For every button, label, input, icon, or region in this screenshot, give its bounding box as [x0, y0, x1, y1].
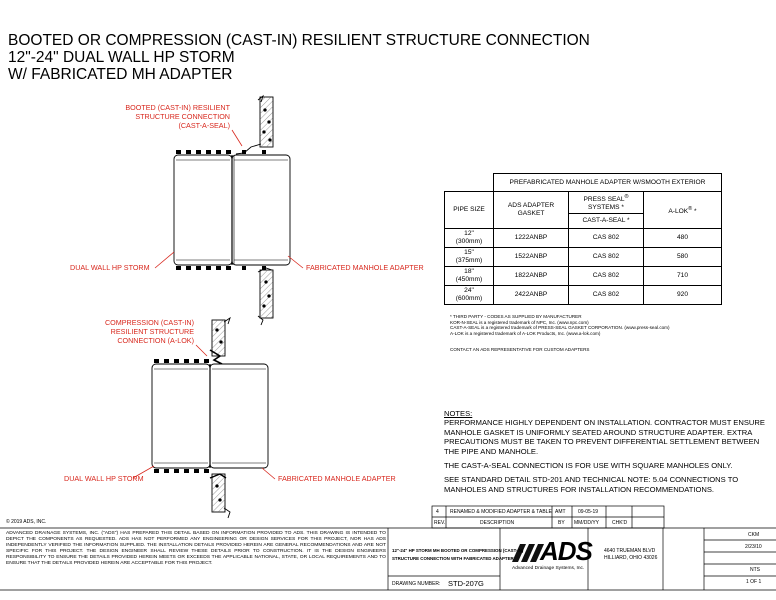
leader-connection-2	[195, 344, 208, 357]
structure-wall-top-1	[235, 94, 274, 155]
notes-heading: NOTES:	[444, 409, 473, 418]
rev-header-rev: REV.	[434, 520, 446, 526]
drawing-title-2: STRUCTURE CONNECTION WITH FABRICATED ADA…	[392, 556, 514, 561]
note-1: PERFORMANCE HIGHLY DEPENDENT ON INSTALLA…	[444, 418, 765, 456]
ads-logo-sub: Advanced Drainage Systems, Inc.	[512, 566, 585, 571]
drawing-date: 2/23/10	[745, 544, 762, 550]
adapter-label-2: FABRICATED MANHOLE ADAPTER	[278, 474, 396, 483]
drawing-number-label: DRAWING NUMBER:	[392, 581, 441, 587]
page-subtitle-2: W/ FABRICATED MH ADAPTER	[8, 66, 233, 83]
footnotes: * THIRD PARTY - CODES AS SUPPLIED BY MAN…	[450, 314, 670, 336]
col-gasket: ADS ADAPTER GASKET	[493, 190, 569, 230]
leader-pipe-1	[154, 251, 175, 269]
drawing-number: STD-207G	[448, 579, 484, 588]
leader-adapter-1	[287, 255, 304, 269]
col-alok: A-LOK® *	[643, 190, 722, 230]
leader-connection-1	[231, 129, 243, 147]
drawn-by: CKM	[748, 532, 760, 538]
ads-logo	[512, 544, 544, 562]
rev-number: 4	[436, 509, 439, 515]
address-line-1: 4640 TRUEMAN BLVD	[604, 548, 656, 554]
copyright: © 2019 ADS, INC.	[6, 519, 47, 525]
connection-label-2: COMPRESSION (CAST-IN) RESILIENT STRUCTUR…	[104, 318, 194, 345]
col-press-seal: PRESS SEAL®SYSTEMS *	[568, 190, 644, 215]
drawing-title-1: 12"-24" HP STORM MH BOOTED OR COMPRESSIO…	[392, 548, 524, 553]
rev-description: RENAMED & MODIFIED ADAPTER & TABLE	[450, 509, 552, 515]
detail-1-drawing	[154, 94, 304, 326]
rev-date: 09-05-19	[578, 509, 599, 515]
page-subtitle: 12"-24" DUAL WALL HP STORM	[8, 49, 235, 66]
note-2: THE CAST-A-SEAL CONNECTION IS FOR USE WI…	[444, 461, 733, 471]
notes-section: NOTES: PERFORMANCE HIGHLY DEPENDENT ON I…	[444, 409, 774, 494]
leader-pipe-2	[132, 465, 155, 479]
structure-wall-top-2	[209, 316, 231, 365]
title-block-frame	[0, 505, 776, 591]
rev-header-date: MM/DD/YY	[574, 520, 599, 526]
rev-header-by: BY	[558, 520, 565, 526]
rev-by: AMT	[555, 509, 566, 515]
col-cast-a-seal: CAST-A-SEAL *	[568, 213, 644, 230]
rev-header-desc: DESCRIPTION	[480, 520, 515, 526]
ads-logo-text: ADS	[540, 536, 593, 566]
col-pipe-size: PIPE SIZE	[444, 190, 494, 230]
drawing-scale: NTS	[750, 567, 760, 573]
leader-adapter-2	[261, 467, 276, 480]
pipe-label-1: DUAL WALL HP STORM	[70, 263, 150, 272]
pipe-label-2: DUAL WALL HP STORM	[64, 474, 144, 483]
page-title: BOOTED OR COMPRESSION (CAST-IN) RESILIEN…	[8, 32, 590, 49]
contact-note: CONTACT AN ADS REPRESENTATIVE FOR CUSTOM…	[450, 347, 590, 352]
adapter-label-1: FABRICATED MANHOLE ADAPTER	[306, 263, 424, 272]
structure-wall-bottom-1	[257, 267, 274, 326]
table-header: PREFABRICATED MANHOLE ADAPTER W/SMOOTH E…	[493, 173, 722, 192]
adapter-table: PREFABRICATED MANHOLE ADAPTER W/SMOOTH E…	[444, 173, 722, 306]
note-3: SEE STANDARD DETAIL STD-201 AND TECHNICA…	[444, 475, 739, 494]
address-line-2: HILLIARD, OHIO 43026	[604, 555, 658, 561]
connection-label-1: BOOTED (CAST-IN) RESILIENT STRUCTURE CON…	[125, 103, 230, 130]
rev-header-chkd: CHK'D	[612, 520, 628, 526]
detail-2-drawing	[132, 316, 276, 519]
sheet-number: 1 OF 1	[746, 579, 762, 585]
disclaimer: ADVANCED DRAINAGE SYSTEMS, INC. ("ADS") …	[6, 531, 386, 566]
structure-wall-bottom-2	[209, 473, 231, 519]
